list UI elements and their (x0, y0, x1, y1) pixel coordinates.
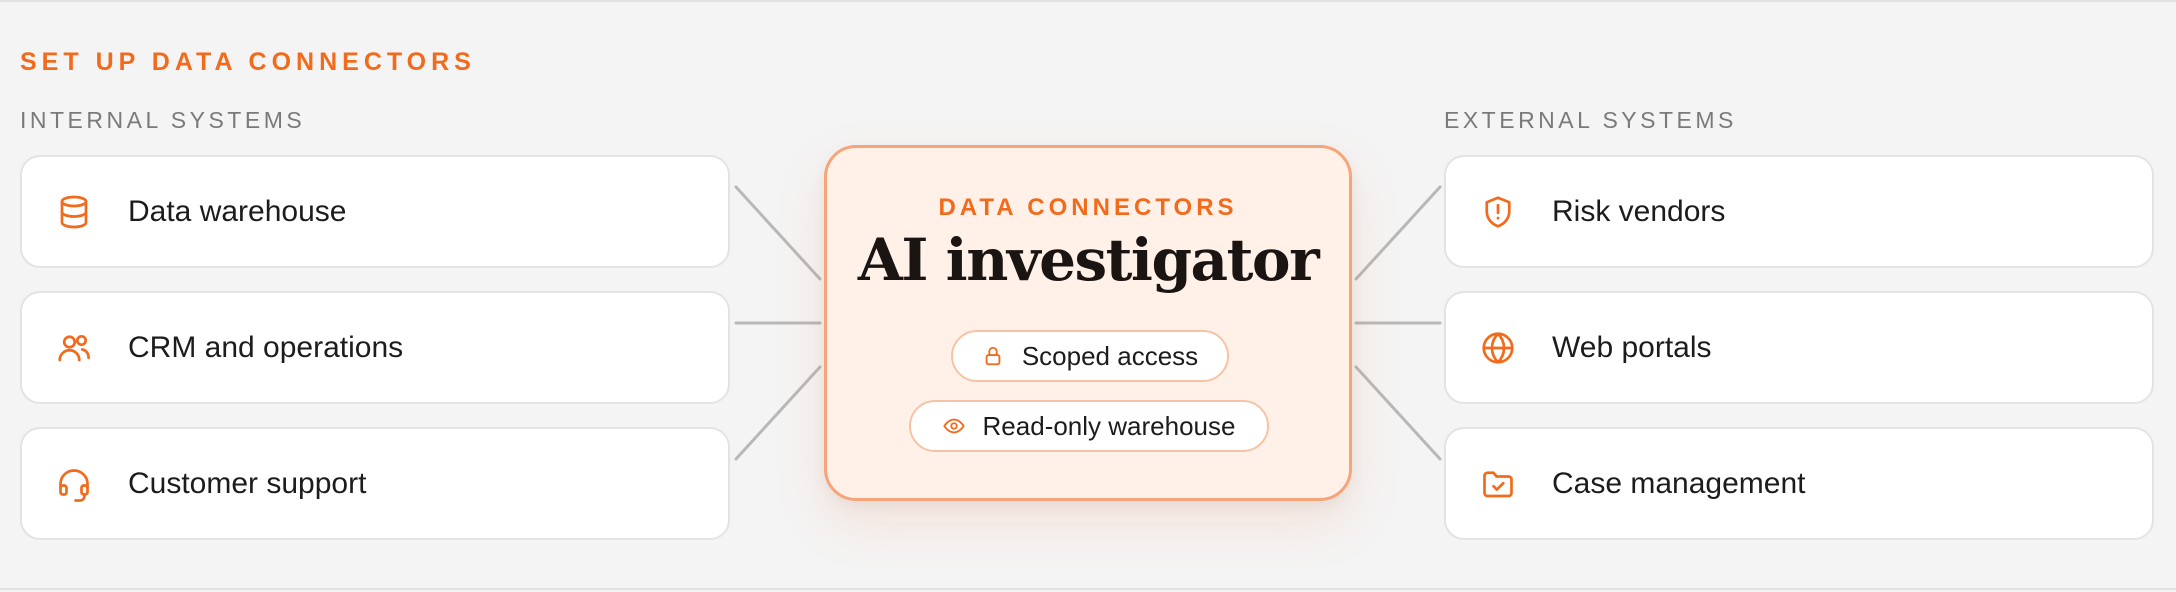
headset-icon (56, 466, 92, 502)
badge-label: Scoped access (1021, 340, 1199, 371)
connector-line-case-management (1354, 365, 1442, 461)
connector-label: Data warehouse (128, 194, 347, 228)
scoped-access-badge: Scoped access (951, 330, 1229, 382)
connector-line-customer-support (734, 365, 822, 461)
external-systems-label: EXTERNAL SYSTEMS (1444, 107, 1737, 133)
read-only-warehouse-badge: Read-only warehouse (909, 400, 1269, 452)
connector-line-risk-vendors (1354, 185, 1442, 281)
database-icon (56, 194, 92, 230)
hub-eyebrow: DATA CONNECTORS (938, 194, 1238, 221)
connector-card-data-warehouse[interactable]: Data warehouse (20, 155, 730, 268)
connector-card-web-portals[interactable]: Web portals (1444, 291, 2154, 404)
connector-label: Customer support (128, 466, 367, 500)
connector-card-customer-support[interactable]: Customer support (20, 427, 730, 540)
ai-investigator-hub: DATA CONNECTORS AI investigator Scoped a… (824, 145, 1352, 501)
internal-systems-label: INTERNAL SYSTEMS (20, 107, 306, 133)
shield-alert-icon (1480, 194, 1516, 230)
hub-title: AI investigator (857, 226, 1320, 294)
globe-icon (1480, 330, 1516, 366)
connector-label: Risk vendors (1552, 194, 1726, 228)
lock-icon (985, 346, 1001, 366)
badge-label: Read-only warehouse (982, 410, 1236, 441)
connector-line-data-warehouse (734, 185, 822, 281)
connector-card-crm-and-operations[interactable]: CRM and operations (20, 291, 730, 404)
connector-card-risk-vendors[interactable]: Risk vendors (1444, 155, 2154, 268)
eye-icon (942, 418, 965, 434)
connector-label: Case management (1552, 466, 1806, 500)
folder-check-icon (1480, 466, 1516, 502)
connector-card-case-management[interactable]: Case management (1444, 427, 2154, 540)
connector-label: CRM and operations (128, 330, 404, 364)
connector-label: Web portals (1552, 330, 1712, 364)
users-icon (56, 330, 92, 366)
section-title: SET UP DATA CONNECTORS (20, 48, 476, 76)
